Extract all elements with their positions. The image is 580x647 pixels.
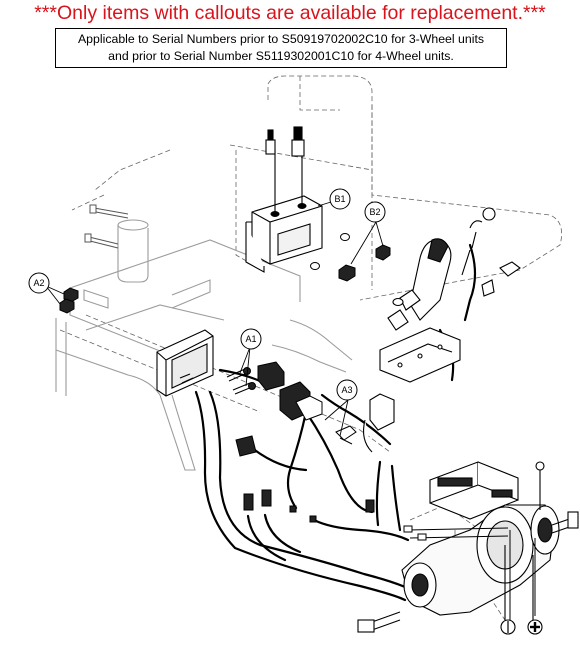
screws-a1: [226, 367, 256, 395]
callout-a3-label: A3: [341, 385, 352, 395]
ghosted-frame-outlines: [59, 75, 563, 621]
note-line-2: and prior to Serial Number S5119302001C1…: [108, 49, 454, 63]
callout-a1: A1: [240, 328, 262, 350]
charger-port-housing: [156, 329, 214, 397]
callout-b2: B2: [364, 201, 386, 223]
minus-terminal-icon: [500, 619, 516, 635]
serial-number-note: Applicable to Serial Numbers prior to S5…: [55, 28, 507, 68]
terminal-leads: [403, 525, 536, 620]
plus-terminal-icon: [527, 619, 543, 635]
frame-bolts: [84, 204, 129, 249]
harness-connectors: [235, 361, 375, 523]
controller-module: [245, 126, 323, 273]
callout-b1: B1: [329, 188, 351, 210]
nuts-a2: [59, 287, 79, 314]
callout-b2-label: B2: [369, 207, 380, 217]
tiller-assembly: [363, 207, 521, 453]
callout-b1-label: B1: [334, 194, 345, 204]
washers-and-nuts: [310, 233, 391, 282]
callout-a3: A3: [336, 379, 358, 401]
replacement-warning: ***Only items with callouts are availabl…: [34, 2, 546, 24]
note-line-1: Applicable to Serial Numbers prior to S5…: [77, 32, 485, 46]
callout-a2: A2: [28, 272, 50, 294]
callout-leaders: [45, 201, 384, 437]
callout-a2-label: A2: [33, 278, 44, 288]
callout-a1-label: A1: [245, 334, 256, 344]
motor-transaxle: [357, 461, 579, 633]
